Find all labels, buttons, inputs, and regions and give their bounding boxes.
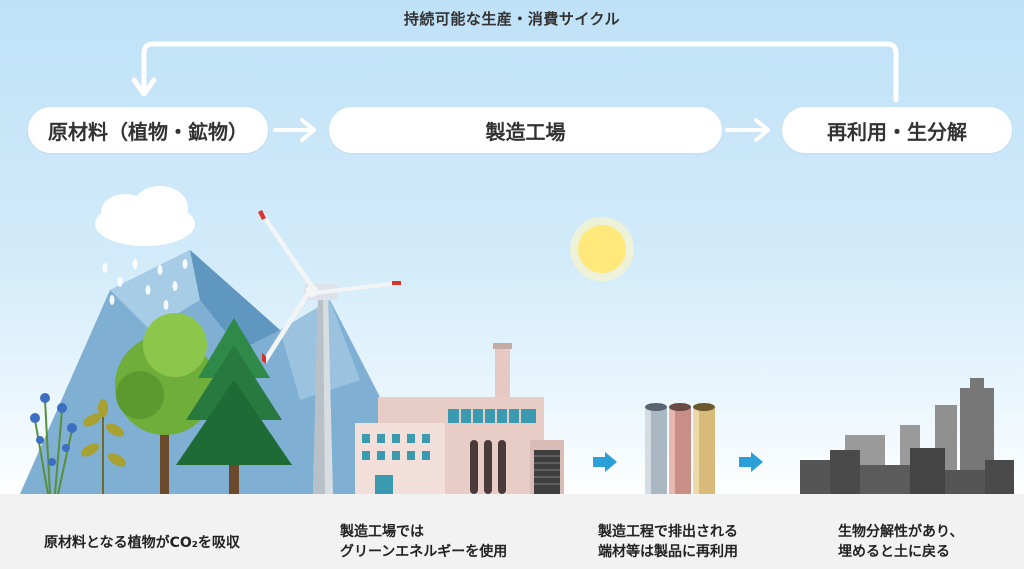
blue-triangle-arrow-icon [593,452,617,472]
wind-turbine-icon [258,210,401,494]
caption-plants: 原材料となる植物がCO₂を吸収 [44,535,240,551]
caption-offcuts: 製造工程で排出される 端材等は製品に再利用 [598,524,738,560]
rain-cloud-icon [95,186,195,310]
factory-icon [355,343,564,494]
sun-icon [570,217,634,281]
stage-factory: 製造工場 [329,107,722,153]
pine-tree-icon [176,318,292,494]
loop-arrow-icon [131,41,899,103]
material-rolls-icon [645,403,715,494]
stage-reuse-biodegrade: 再利用・生分解 [782,107,1012,153]
cotton-plant-icon [80,399,127,494]
city-skyline-icon [800,378,1014,494]
blue-triangle-arrow-icon [739,452,763,472]
cycle-title: 持続可能な生産・消費サイクル [403,10,621,28]
arrow-right-icon [725,118,770,142]
deciduous-tree-icon [115,313,215,494]
arrow-right-icon [273,118,316,142]
stage-raw-materials: 原材料（植物・鉱物） [28,107,268,153]
flax-plant-icon [30,393,77,495]
caption-factory: 製造工場では グリーンエネルギーを使用 [340,524,508,560]
caption-band [0,494,1024,569]
caption-biodegradable: 生物分解性があり、 埋めると土に戻る [838,524,964,560]
